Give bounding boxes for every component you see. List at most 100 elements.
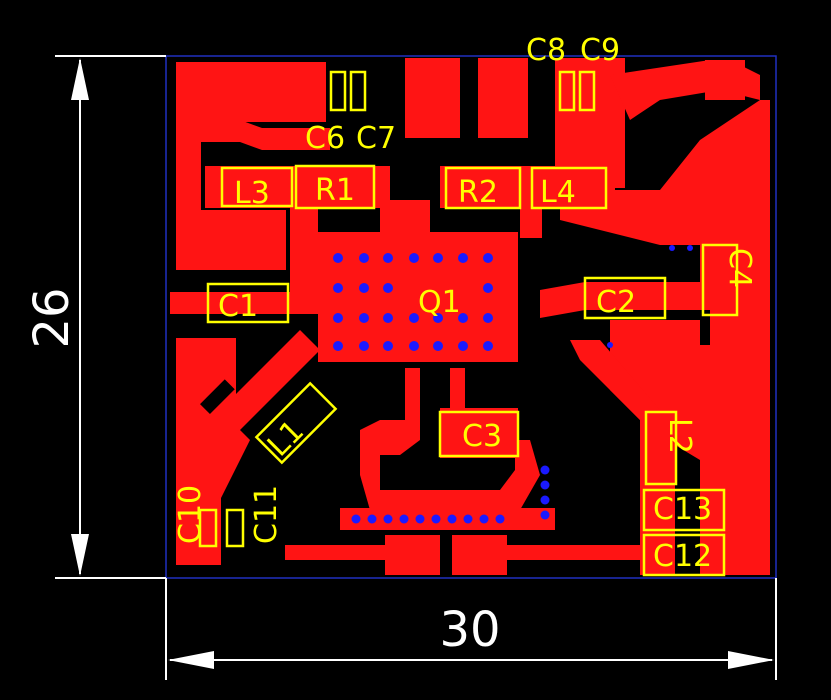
clearance bbox=[200, 379, 235, 414]
copper-trace bbox=[180, 420, 250, 540]
label-r2: R2 bbox=[458, 175, 498, 210]
label-c2: C2 bbox=[596, 285, 636, 320]
board-outline bbox=[165, 55, 777, 579]
label-c12: C12 bbox=[653, 539, 712, 574]
silk-box-c7 bbox=[349, 70, 367, 112]
silk-box-c11 bbox=[225, 508, 245, 548]
via bbox=[383, 253, 393, 263]
silk-box-l1 bbox=[254, 381, 338, 465]
via bbox=[359, 253, 369, 263]
silk-box-c1 bbox=[206, 282, 290, 324]
dimension-annotations bbox=[55, 55, 777, 680]
silkscreen-outlines bbox=[198, 70, 739, 577]
copper-trace bbox=[520, 208, 542, 238]
via bbox=[483, 283, 493, 293]
transistor-pad bbox=[318, 232, 518, 362]
silk-box-c10 bbox=[198, 508, 218, 548]
label-c8: C8 bbox=[526, 33, 566, 68]
silk-box-c8 bbox=[558, 70, 576, 112]
copper-clearances bbox=[200, 130, 440, 414]
via bbox=[367, 514, 377, 524]
copper-trace bbox=[440, 166, 615, 208]
via bbox=[383, 283, 393, 293]
silk-box-r2 bbox=[444, 166, 522, 210]
via bbox=[409, 341, 419, 351]
label-c3: C3 bbox=[462, 419, 502, 454]
dimension-arrow-up bbox=[71, 58, 89, 100]
label-c7: C7 bbox=[356, 121, 396, 156]
copper-pour bbox=[560, 100, 770, 290]
copper-trace bbox=[540, 282, 770, 318]
via bbox=[383, 313, 393, 323]
silkscreen-labels: C6 C7 C8 C9 L3 R1 R2 L4 C1 Q1 C2 C3 C13 … bbox=[173, 33, 757, 574]
label-c6: C6 bbox=[305, 121, 345, 156]
clearance bbox=[338, 130, 376, 165]
copper-trace bbox=[507, 545, 645, 560]
silk-box-l4 bbox=[530, 166, 608, 210]
via bbox=[458, 341, 468, 351]
copper-trace bbox=[285, 545, 385, 560]
via bbox=[409, 253, 419, 263]
label-l4: L4 bbox=[540, 175, 576, 210]
silk-box-l3 bbox=[220, 166, 294, 208]
silk-box-c13 bbox=[642, 488, 726, 532]
label-c9: C9 bbox=[580, 33, 620, 68]
label-c1: C1 bbox=[218, 289, 258, 324]
copper-pour bbox=[176, 210, 286, 270]
via bbox=[607, 342, 613, 348]
via bbox=[433, 341, 443, 351]
label-c11: C11 bbox=[249, 485, 284, 544]
silk-box-r1 bbox=[294, 164, 376, 210]
label-l2: L2 bbox=[662, 418, 697, 454]
via bbox=[333, 313, 343, 323]
via bbox=[399, 514, 409, 524]
copper-pad bbox=[440, 408, 518, 458]
copper-pad bbox=[478, 58, 528, 138]
dimension-arrow-down bbox=[71, 534, 89, 576]
label-c13: C13 bbox=[653, 492, 712, 527]
copper-trace bbox=[570, 340, 675, 575]
silk-box-c12 bbox=[642, 533, 726, 577]
copper-pour bbox=[176, 62, 201, 212]
label-r1: R1 bbox=[315, 173, 355, 208]
label-c10: C10 bbox=[173, 485, 208, 544]
via bbox=[540, 465, 550, 475]
via bbox=[483, 253, 493, 263]
via bbox=[540, 510, 550, 520]
via bbox=[383, 514, 393, 524]
via bbox=[359, 341, 369, 351]
copper-pour bbox=[610, 320, 770, 575]
via bbox=[351, 514, 361, 524]
copper-trace bbox=[210, 330, 320, 440]
via bbox=[669, 245, 675, 251]
via bbox=[383, 341, 393, 351]
via bbox=[333, 253, 343, 263]
via bbox=[458, 253, 468, 263]
height-dimension-label: 26 bbox=[24, 287, 80, 348]
width-dimension-label: 30 bbox=[439, 602, 500, 658]
via bbox=[333, 283, 343, 293]
via bbox=[687, 245, 693, 251]
via bbox=[483, 341, 493, 351]
copper-pad bbox=[705, 60, 745, 100]
silk-box-l2 bbox=[644, 410, 678, 486]
via bbox=[433, 313, 443, 323]
copper-pad bbox=[405, 58, 460, 138]
via bbox=[431, 514, 441, 524]
silk-box-c4 bbox=[701, 243, 739, 317]
via bbox=[359, 313, 369, 323]
via bbox=[415, 514, 425, 524]
clearance bbox=[390, 140, 440, 166]
dimension-arrow-right bbox=[728, 651, 774, 669]
copper-trace bbox=[380, 200, 430, 235]
copper-trace bbox=[290, 208, 318, 298]
dimension-arrow-left bbox=[168, 651, 214, 669]
via bbox=[333, 341, 343, 351]
copper-pad bbox=[452, 535, 507, 575]
via bbox=[359, 283, 369, 293]
via bbox=[447, 514, 457, 524]
via bbox=[483, 313, 493, 323]
via bbox=[463, 514, 473, 524]
